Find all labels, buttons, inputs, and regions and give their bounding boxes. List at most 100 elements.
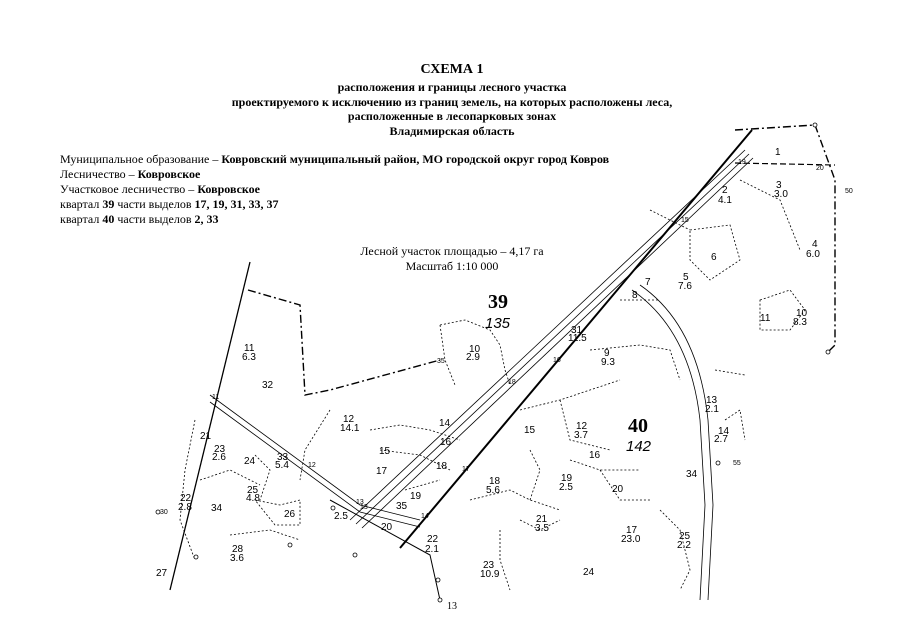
plot-label: 26: [284, 509, 296, 520]
plot-label: 12: [576, 421, 588, 432]
plot-label: 2.6: [212, 452, 226, 463]
plot-label: 2.8: [178, 502, 192, 513]
point-label: 12: [308, 462, 316, 469]
point-label: 15: [681, 217, 689, 224]
plot-label: 2.5: [559, 482, 573, 493]
map-scale: Масштаб 1:10 000: [405, 259, 499, 273]
page-number: 13: [447, 601, 457, 612]
plot-label: 7: [645, 277, 651, 288]
plot-boundary: [247, 289, 441, 396]
plot-label: 15: [524, 425, 536, 436]
plot-label: 5.6: [486, 485, 500, 496]
point-label: 13: [360, 504, 368, 511]
plot-label: 2.9: [466, 352, 480, 363]
plot-label: 2.5: [334, 511, 348, 522]
region-name: Владимирская область: [389, 124, 515, 138]
subtitle-line-3: расположенные в лесопарковых зонах: [347, 109, 557, 123]
plot-info: Муниципальное образование – Ковровский м…: [60, 152, 609, 227]
plot-labels: 1 2 4.1 3 3.0 6 4 6.0 5 7.6 7 8 10 8.3 1…: [156, 147, 820, 580]
map-title: СХЕМА 1: [420, 62, 484, 77]
plot-label: 6.3: [242, 352, 256, 363]
plot-label: 6.0: [806, 249, 820, 260]
point-label: 50: [845, 188, 853, 195]
plot-label: 4.1: [718, 195, 732, 206]
quarter-boundary: [399, 129, 753, 549]
plot-label: 13: [706, 395, 718, 406]
plot-label: 19: [410, 491, 422, 502]
subtitle-line-2: проектируемого к исключению из границ зе…: [231, 95, 673, 109]
plot-label: 16: [589, 450, 601, 461]
plot-label: 4: [812, 239, 818, 250]
point-label: 18: [508, 379, 516, 386]
plot-label: 20: [381, 522, 393, 533]
plot-label: 23: [483, 560, 495, 571]
point-label: 30: [160, 509, 168, 516]
point-label: 55: [733, 460, 741, 467]
plot-label: 9: [604, 348, 610, 359]
plot-label: 14: [439, 418, 451, 429]
turning-points: 19 20 50 15 16 17 18 35 55 13 11 12 13 1…: [160, 159, 853, 520]
road-edge: [329, 499, 441, 601]
forestry-line: Лесничество – Ковровское: [60, 167, 201, 181]
municipal-line: Муниципальное образование – Ковровский м…: [60, 152, 610, 166]
railway-line: [361, 157, 754, 529]
plot-label: 20: [612, 484, 624, 495]
subtitle-line-1: расположения и границы лесного участка: [337, 80, 567, 94]
plot-label: 21: [536, 514, 548, 525]
road: [209, 401, 421, 528]
plot-label: 1: [775, 147, 781, 158]
plot-label: 35: [396, 501, 408, 512]
point-label: 19: [738, 159, 746, 166]
plot-label: 19: [561, 473, 573, 484]
plot-label: 22: [180, 493, 192, 504]
plot-label: 10: [796, 308, 808, 319]
quarter-39-line: квартал 39 части выделов 17, 19, 31, 33,…: [60, 197, 279, 211]
plot-label: 2.1: [705, 404, 719, 415]
plot-label: 28: [232, 544, 244, 555]
plot-label: 34: [686, 469, 698, 480]
plot-label: 14: [718, 426, 730, 437]
point-label: 35: [437, 358, 445, 365]
plot-label: 32: [262, 380, 274, 391]
plot-label: 11: [760, 313, 771, 324]
plot-label: 23.0: [621, 534, 641, 545]
plot-label: 31: [571, 325, 583, 336]
quarter-39-area: 135: [485, 315, 511, 332]
plot-label: 17: [376, 466, 388, 477]
plot-label: 12: [343, 414, 355, 425]
plot-label: 15: [379, 446, 391, 457]
point-label: 16: [553, 357, 561, 364]
plot-label: 6: [711, 252, 717, 263]
road: [639, 284, 714, 601]
plot-label: 9.3: [601, 357, 615, 368]
plot-label: 11: [244, 343, 255, 354]
point-label: 17: [462, 466, 470, 473]
road: [209, 394, 421, 521]
plot-label: 11.5: [568, 333, 587, 344]
quarter-40-area: 142: [626, 438, 652, 455]
plot-label: 2.7: [714, 434, 728, 445]
plot-boundary: [734, 124, 836, 353]
stand-boundaries: [179, 179, 806, 591]
plot-label: 14.1: [340, 423, 360, 434]
plot-area: Лесной участок площадью – 4,17 га: [360, 244, 544, 258]
point-markers: [155, 122, 831, 603]
point-label: 14: [421, 513, 429, 520]
plot-label: 25: [679, 531, 691, 542]
plot-label: 21: [200, 431, 212, 442]
quarter-40-number: 40: [628, 415, 648, 437]
plot-label: 2: [722, 185, 728, 196]
district-line: Участковое лесничество – Ковровское: [60, 182, 261, 196]
plot-label: 3.5: [535, 523, 549, 534]
plot-label: 24: [583, 567, 595, 578]
plot-label: 7.6: [678, 281, 692, 292]
plot-boundary: [734, 162, 836, 166]
quarter-40-line: квартал 40 части выделов 2, 33: [60, 212, 219, 226]
road: [631, 289, 706, 601]
plot-label: 33: [277, 452, 289, 463]
plot-label: 8.3: [793, 317, 807, 328]
plot-label: 3.6: [230, 553, 244, 564]
point-label: 20: [816, 165, 824, 172]
plot-label: 18: [436, 461, 448, 472]
plot-label: 22: [427, 534, 439, 545]
